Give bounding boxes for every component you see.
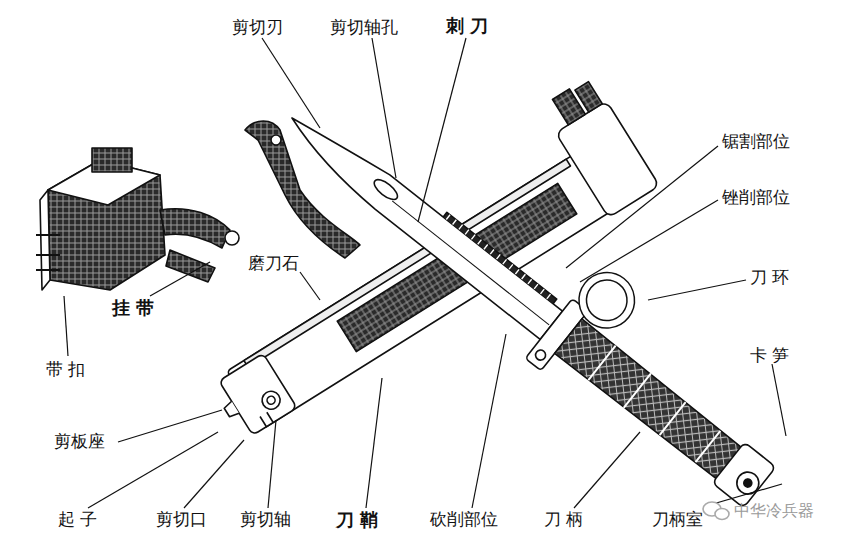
part-label: 刀 鞘 (336, 510, 378, 530)
watermark-icon (703, 502, 729, 520)
part-label: 剪切轴孔 (330, 18, 398, 37)
bayonet (265, 58, 807, 522)
leader-lines (64, 38, 786, 508)
part-label: 剪切口 (156, 510, 207, 529)
part-label: 带 扣 (46, 360, 85, 379)
part-label: 锉削部位 (722, 188, 790, 207)
part-label: 磨刀石 (248, 254, 299, 273)
title-label: 刺 刀 (446, 16, 488, 36)
sheath (178, 76, 660, 444)
part-label: 卡 笋 (750, 346, 789, 365)
part-label: 剪板座 (54, 432, 105, 451)
belt-clip (36, 148, 239, 290)
part-label: 锯割部位 (722, 132, 790, 151)
part-label: 刀 柄 (544, 510, 583, 529)
hanging-strap (245, 121, 360, 258)
part-label: 刀柄室 (652, 510, 703, 529)
part-label: 砍削部位 (430, 510, 498, 529)
part-label: 剪切刃 (232, 18, 283, 37)
part-label: 刀 环 (750, 268, 789, 287)
watermark: 中华冷兵器 (734, 502, 814, 520)
part-label: 起 子 (58, 510, 97, 529)
part-label: 挂 带 (112, 298, 154, 318)
part-label: 剪切轴 (240, 510, 291, 529)
